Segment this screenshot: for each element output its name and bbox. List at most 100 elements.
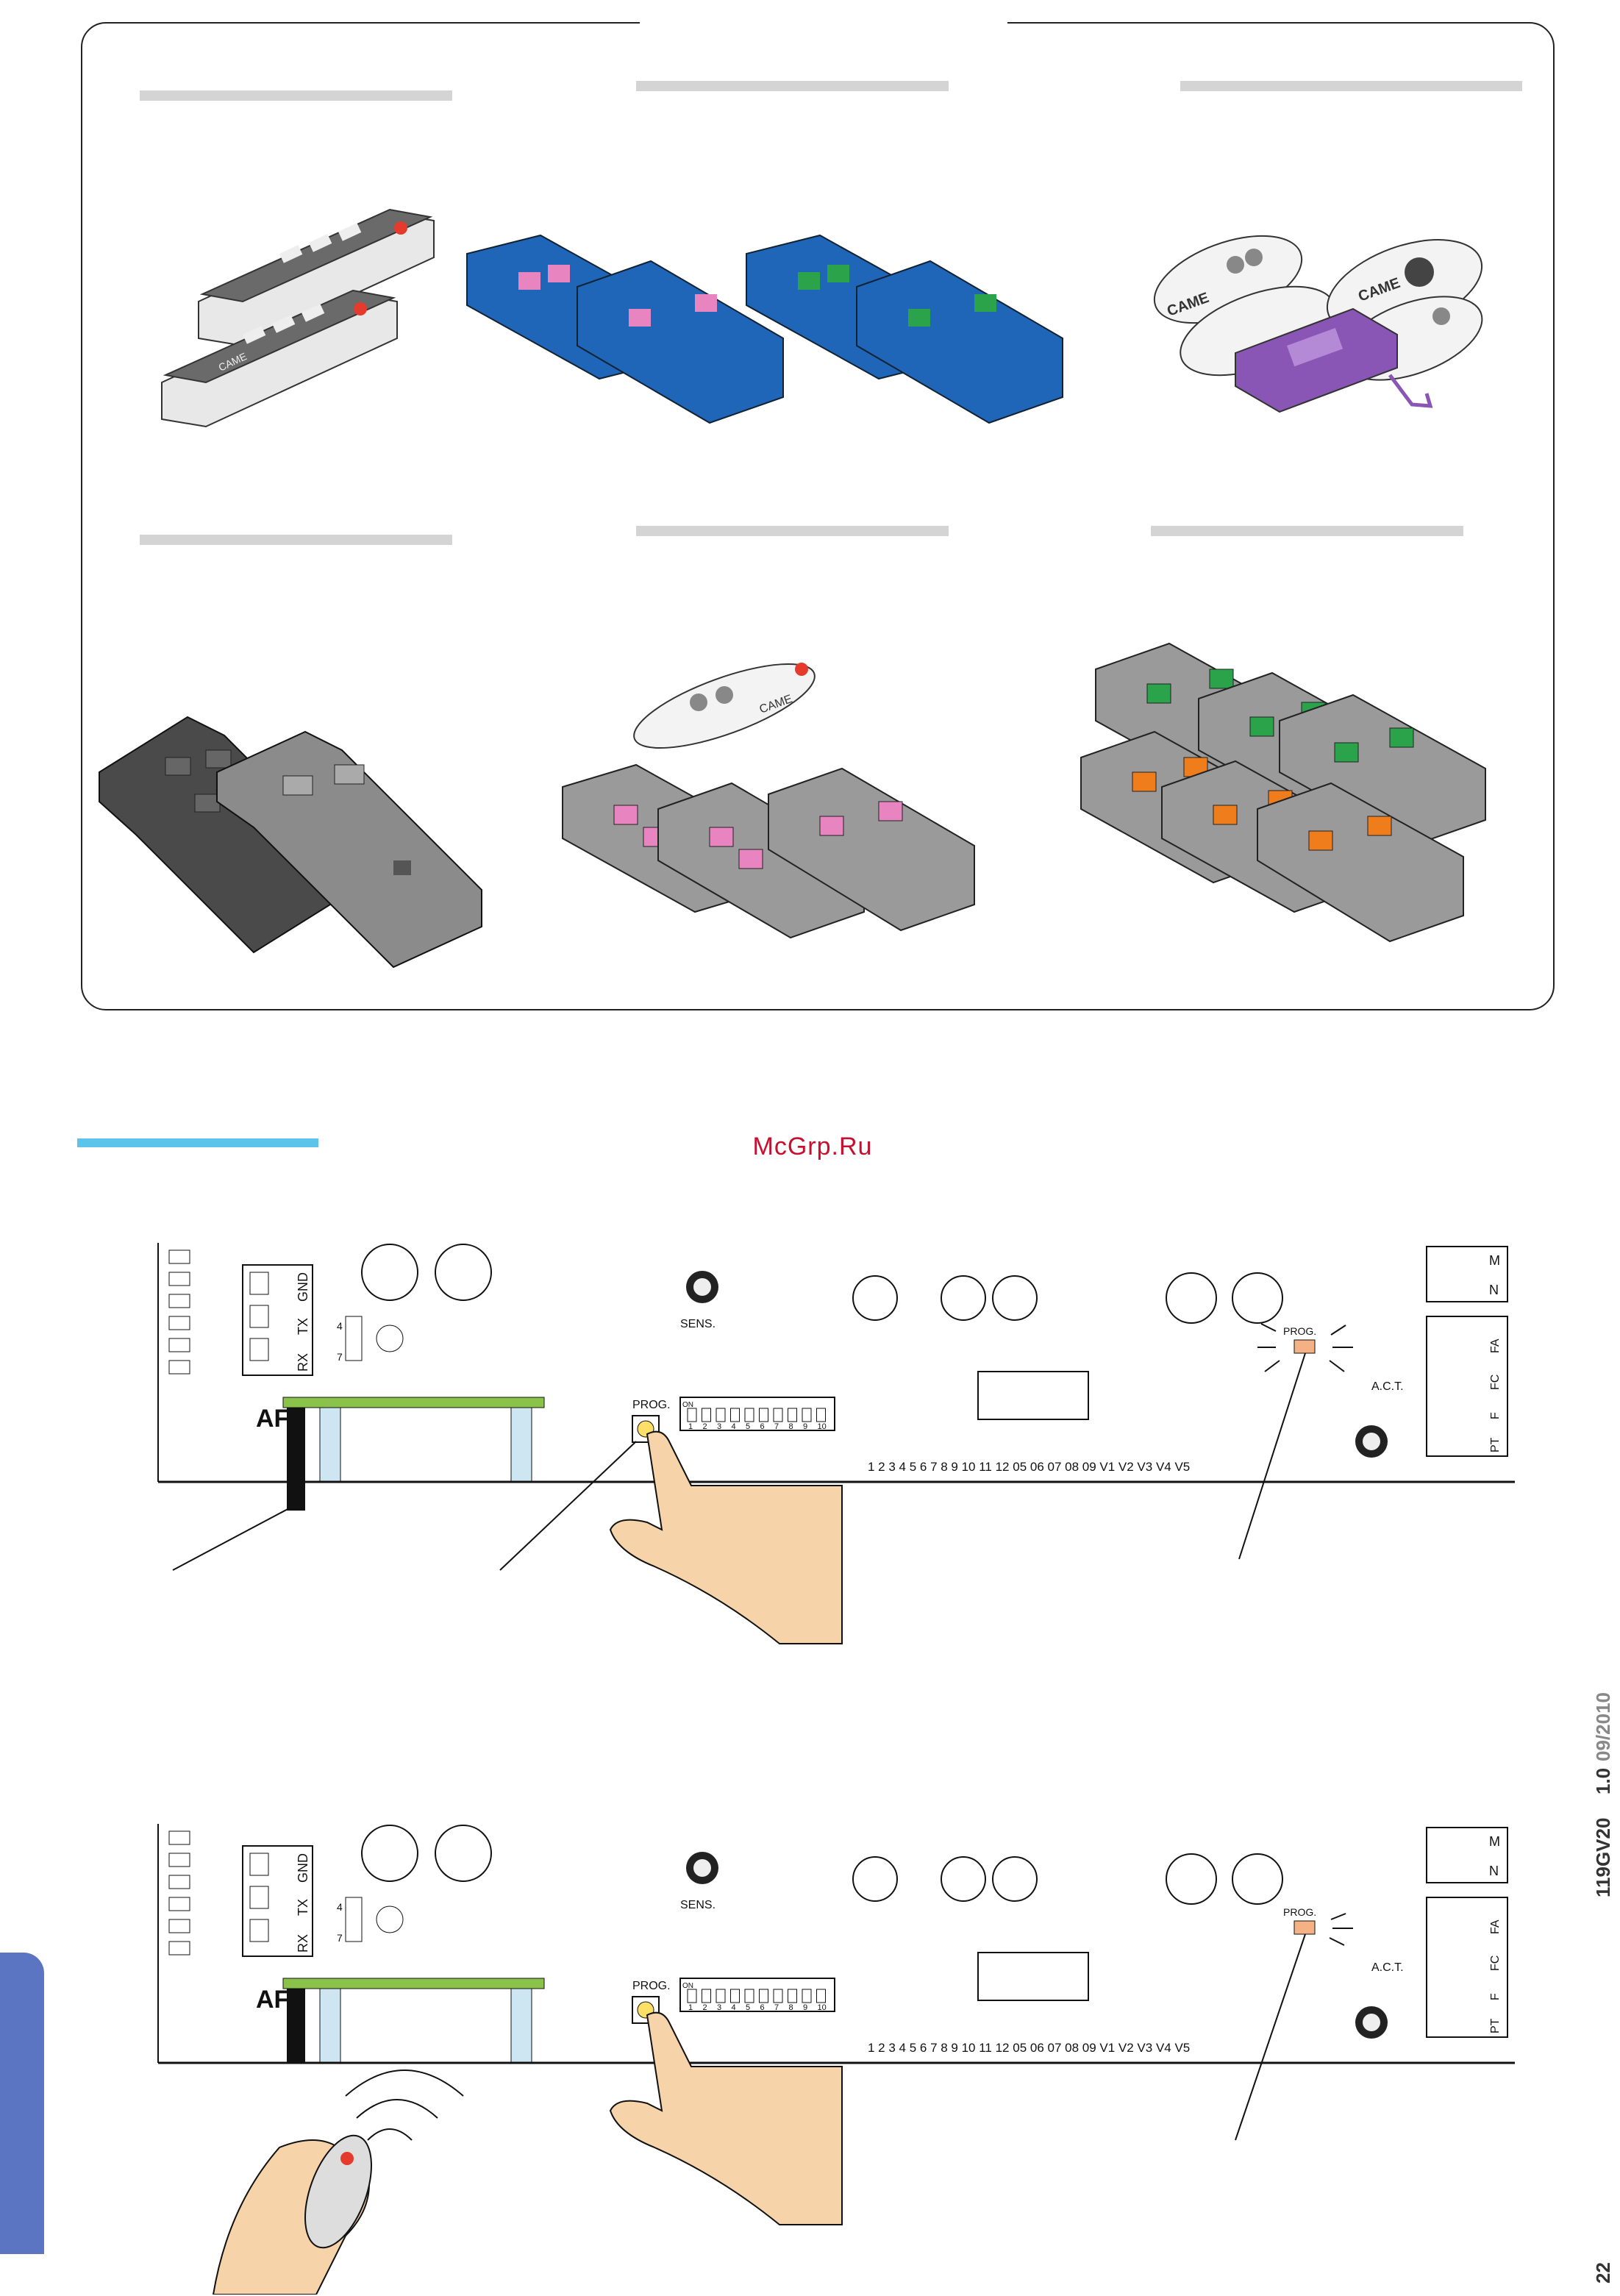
dip-switch-key[interactable] [816, 1989, 826, 2003]
dip-switch-key[interactable] [687, 1989, 697, 2003]
jumper-4-label: 4 [337, 1901, 343, 1913]
dip-switch-key[interactable] [716, 1989, 726, 2003]
grey-pink-remotes-illustration: CAME [562, 663, 975, 939]
doc-version: 1.0 [1592, 1767, 1614, 1794]
sens-label: SENS. [680, 1899, 716, 1911]
dip-switch-number: 4 [732, 1422, 736, 1431]
blue-remotes-illustration [466, 234, 1063, 424]
hand-with-transmitter [212, 2134, 372, 2295]
section-bar-3 [1180, 81, 1522, 91]
leader-line-led [1238, 1352, 1306, 1560]
pink-button [548, 265, 570, 282]
dip-switch-key[interactable] [687, 1408, 697, 1422]
pink-button [518, 272, 540, 290]
terminal-number-row: 1 2 3 4 5 6 7 8 9 10 11 12 05 06 07 08 0… [868, 2041, 1190, 2055]
blue-remote-pink-2 [577, 260, 784, 424]
led-blink-rays [1257, 1323, 1353, 1372]
grey-remote-pink-2 [657, 782, 865, 939]
section-bar-1 [140, 90, 452, 101]
pink-button [629, 309, 651, 327]
pink-button [695, 294, 717, 312]
dip-switch-number: 5 [746, 1422, 750, 1431]
leader-line-prog [499, 1441, 637, 1571]
dip-switch-key[interactable] [744, 1408, 754, 1422]
dip-switch-number: 1 [688, 1422, 693, 1431]
dip-switch-key[interactable] [788, 1989, 797, 2003]
fa-label: FA [1489, 1919, 1502, 1934]
dip-switch-number: 8 [789, 2003, 793, 2012]
leader-line-led [1235, 1933, 1306, 2141]
grey-remote-orange-3 [1257, 782, 1464, 943]
grey-remote-pink-3 [768, 767, 975, 932]
af-label: AF [256, 1405, 289, 1433]
tx-label: TX [296, 1899, 310, 1916]
green-button [974, 294, 996, 312]
dip-switch-key[interactable] [744, 1989, 754, 2003]
dip-switch-key[interactable] [802, 1408, 812, 1422]
dip-switch-number: 9 [803, 2003, 807, 2012]
terminal-number-row: 1 2 3 4 5 6 7 8 9 10 11 12 05 06 07 08 0… [868, 1460, 1190, 1474]
dip-switch-key[interactable] [730, 1989, 740, 2003]
dip-switch-key[interactable] [802, 1989, 812, 2003]
dip-switch-key[interactable] [730, 1408, 740, 1422]
serial-terminal-block: RX TX GND [242, 1845, 313, 1957]
dip-switch-key[interactable] [716, 1408, 726, 1422]
green-button [798, 272, 820, 290]
section-bar-2 [636, 81, 949, 91]
dip-switch-number: 10 [818, 1422, 827, 1431]
radio-signal-waves [345, 2069, 464, 2141]
jumper [345, 1897, 363, 1942]
dip-switch-key[interactable] [702, 1989, 711, 2003]
fc-label: FC [1489, 1375, 1502, 1390]
section-bar-5 [636, 526, 949, 536]
af-radio-card [282, 1397, 545, 1408]
dip-switch-number: 6 [760, 2003, 765, 2012]
prog-led [1293, 1339, 1316, 1354]
m-label: M [1489, 1253, 1500, 1268]
dip-switch-number: 7 [774, 1422, 779, 1431]
left-connector-strip [168, 1830, 190, 1955]
side-language-tab [0, 1953, 44, 2254]
n-label: N [1489, 1864, 1499, 1878]
f-label: F [1489, 1412, 1502, 1419]
dip-switch-key[interactable] [759, 1408, 768, 1422]
dip-on-label: ON [682, 1982, 693, 1990]
dip-switch-key[interactable] [759, 1989, 768, 2003]
green-button [827, 265, 849, 282]
dip-switch-key[interactable] [773, 1989, 783, 2003]
dip-switch-key[interactable] [773, 1408, 783, 1422]
prog-led-label: PROG. [1283, 1906, 1316, 1918]
dip-switch-number: 7 [774, 2003, 779, 2012]
dip-switch-key[interactable] [816, 1408, 826, 1422]
left-connector-strip [168, 1249, 190, 1375]
dip-switch-key[interactable] [788, 1408, 797, 1422]
keyfob-remotes-illustration: CAME CAME [1153, 235, 1483, 413]
pressing-hand [609, 1430, 843, 1644]
act-label: A.C.T. [1371, 1961, 1404, 1974]
prog-led [1293, 1920, 1316, 1935]
dip-switch-number: 2 [703, 1422, 707, 1431]
section-heading-bar [77, 1138, 318, 1147]
dip-switch-number: 6 [760, 1422, 765, 1431]
doc-code: 119GV20 [1592, 1817, 1614, 1897]
frame-title-gap [640, 15, 1007, 34]
af-label: AF [256, 1986, 289, 2014]
sens-label: SENS. [680, 1318, 716, 1330]
dip-switch-number: 9 [803, 1422, 807, 1431]
grey-flat-remote-back [198, 208, 435, 347]
serial-terminal-block: RX TX GND [242, 1264, 313, 1376]
dip-switch-number: 8 [789, 1422, 793, 1431]
jumper [345, 1316, 363, 1361]
tx-label: TX [296, 1318, 310, 1335]
section-bar-4 [140, 535, 452, 545]
dip-switch-number: 10 [818, 2003, 827, 2012]
pt-label: PT [1489, 2018, 1502, 2033]
dip-switch-key[interactable] [702, 1408, 711, 1422]
dip-switch-number: 3 [717, 2003, 721, 2012]
dip-on-label: ON [682, 1401, 693, 1409]
dip-switch-number: 4 [732, 2003, 736, 2012]
doc-date: 09/2010 [1592, 1692, 1614, 1761]
